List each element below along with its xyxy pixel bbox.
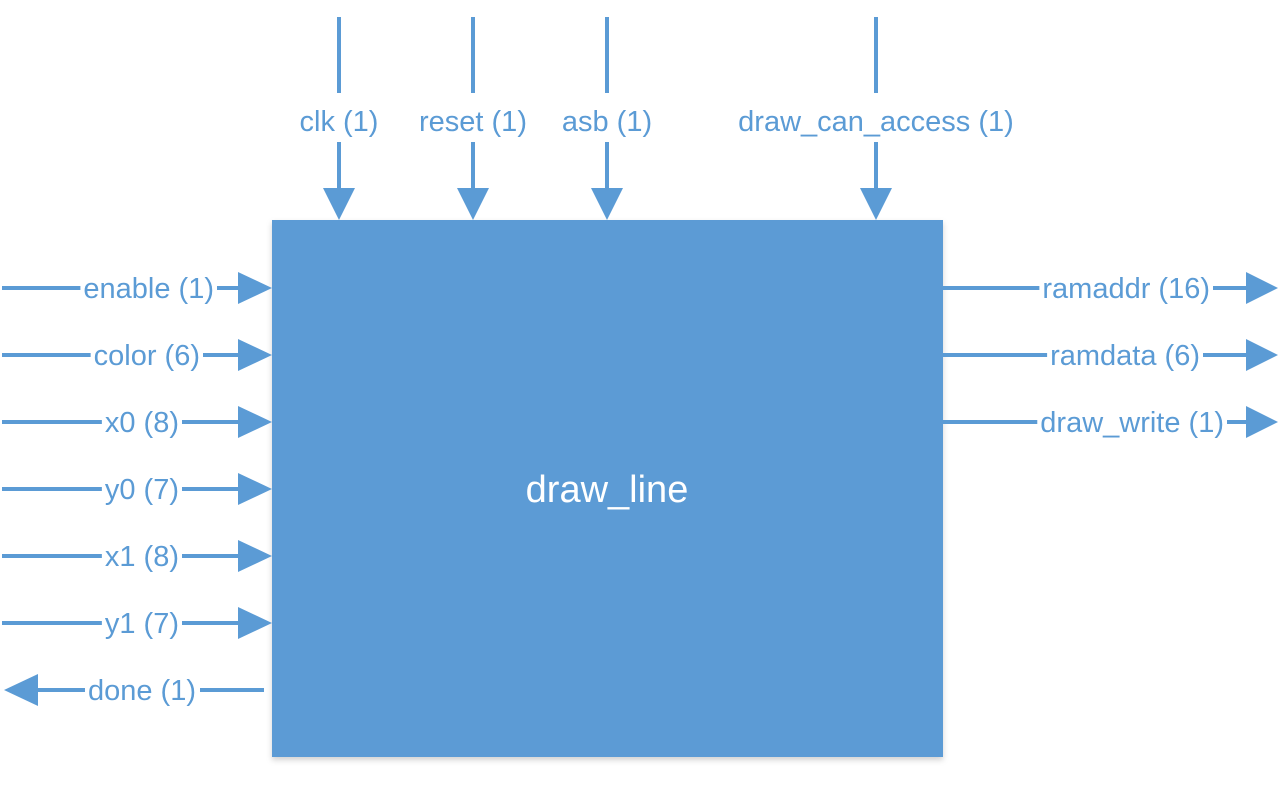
- top-input-signals: clk (1) reset (1) asb (1) draw_can_access (…: [300, 17, 1014, 220]
- draw-write-label: draw_write (1): [1040, 407, 1224, 439]
- signal-draw-can-access: draw_can_access (1): [738, 17, 1014, 220]
- done-label: done (1): [88, 675, 196, 707]
- right-output-signals: ramaddr (16) ramdata (6) draw_write (1): [943, 272, 1278, 439]
- signal-x0: x0 (8): [2, 406, 272, 439]
- signal-ramaddr: ramaddr (16): [943, 272, 1278, 305]
- asb-arrow-head: [591, 188, 623, 220]
- x1-arrow-head: [238, 540, 272, 572]
- signal-done: done (1): [4, 674, 264, 707]
- signal-draw-write: draw_write (1): [943, 406, 1278, 439]
- enable-arrow-head: [238, 272, 272, 304]
- clk-label: clk (1): [300, 106, 379, 138]
- done-arrow-head: [4, 674, 38, 706]
- clk-arrow-head: [323, 188, 355, 220]
- color-arrow-head: [238, 339, 272, 371]
- draw-can-access-label: draw_can_access (1): [738, 106, 1014, 138]
- color-label: color (6): [94, 340, 200, 372]
- signal-reset: reset (1): [419, 17, 527, 220]
- signal-asb: asb (1): [562, 17, 652, 220]
- signal-ramdata: ramdata (6): [943, 339, 1278, 372]
- ramdata-arrow-head: [1246, 339, 1278, 371]
- left-signals: enable (1) color (6) x0 (8) y0 (7) x1 (8) y1 …: [2, 272, 272, 707]
- y0-arrow-head: [238, 473, 272, 505]
- ramdata-label: ramdata (6): [1050, 340, 1200, 372]
- ramaddr-label: ramaddr (16): [1042, 273, 1210, 305]
- asb-label: asb (1): [562, 106, 652, 138]
- reset-arrow-head: [457, 188, 489, 220]
- y1-label: y1 (7): [105, 608, 179, 640]
- ramaddr-arrow-head: [1246, 272, 1278, 304]
- signal-y1: y1 (7): [2, 607, 272, 640]
- x0-arrow-head: [238, 406, 272, 438]
- reset-label: reset (1): [419, 106, 527, 138]
- draw-can-access-arrow-head: [860, 188, 892, 220]
- draw-write-arrow-head: [1246, 406, 1278, 438]
- signal-color: color (6): [2, 339, 272, 372]
- x0-label: x0 (8): [105, 407, 179, 439]
- signal-clk: clk (1): [300, 17, 379, 220]
- signal-y0: y0 (7): [2, 473, 272, 506]
- signal-enable: enable (1): [2, 272, 272, 305]
- x1-label: x1 (8): [105, 541, 179, 573]
- signal-x1: x1 (8): [2, 540, 272, 573]
- enable-label: enable (1): [83, 273, 214, 305]
- module-block: [272, 220, 943, 757]
- module-title: draw_line: [526, 469, 689, 511]
- y0-label: y0 (7): [105, 474, 179, 506]
- y1-arrow-head: [238, 607, 272, 639]
